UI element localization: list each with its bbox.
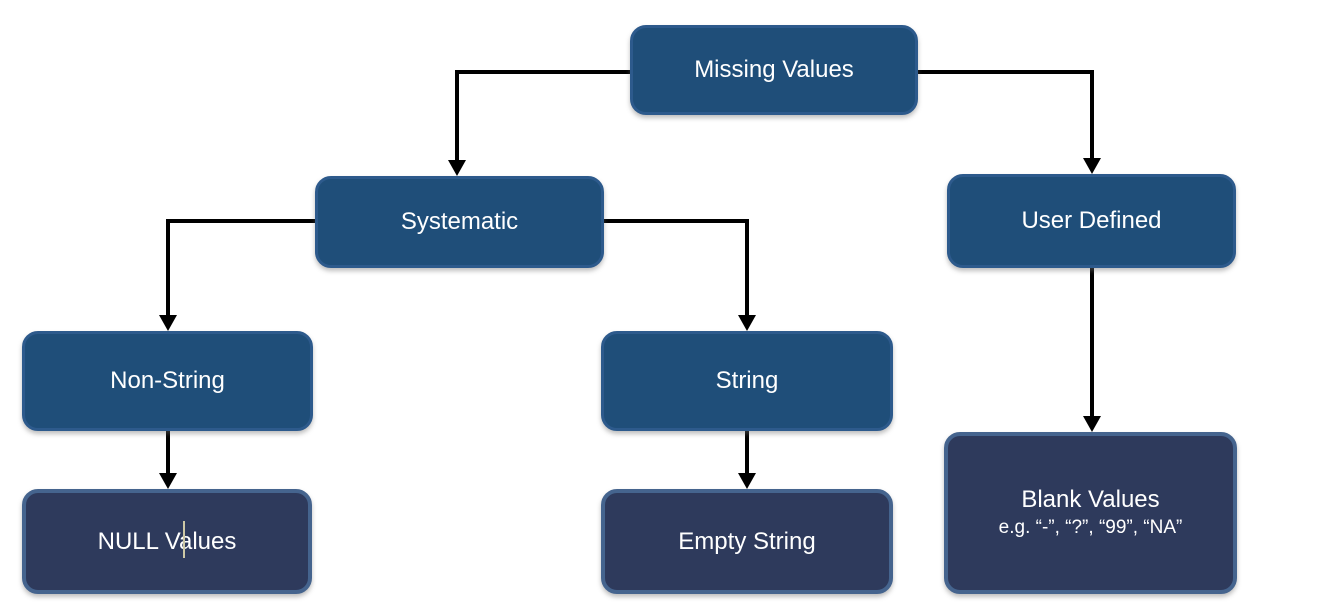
node-empty-string-label: Empty String (678, 527, 816, 555)
connector-systematic-to-string (604, 219, 756, 331)
node-blank-values-label: Blank Values (1021, 485, 1160, 513)
node-string-label: String (715, 367, 779, 395)
node-user-defined[interactable]: User Defined (947, 174, 1236, 268)
node-user-defined-label: User Defined (1021, 207, 1162, 235)
node-missing-values-label: Missing Values (694, 56, 854, 84)
connector-missing-to-user-defined (918, 70, 1101, 174)
node-blank-values[interactable]: Blank Values e.g. “-”, “?”, “99”, “NA” (944, 432, 1237, 594)
text-caret (183, 521, 185, 558)
node-systematic[interactable]: Systematic (315, 176, 604, 268)
connector-string-to-empty-string (738, 431, 756, 489)
connector-missing-to-systematic (448, 70, 630, 176)
connector-user-defined-to-blank-values (1083, 267, 1101, 432)
node-empty-string[interactable]: Empty String (601, 489, 893, 594)
node-string[interactable]: String (601, 331, 893, 431)
connector-non-string-to-null-values (159, 431, 177, 489)
node-missing-values[interactable]: Missing Values (630, 25, 918, 115)
node-non-string[interactable]: Non-String (22, 331, 313, 431)
node-non-string-label: Non-String (110, 367, 225, 395)
connector-systematic-to-non-string (159, 219, 315, 331)
node-null-values-label: NULL Values (97, 527, 237, 555)
node-null-values[interactable]: NULL Values (22, 489, 312, 594)
node-systematic-label: Systematic (400, 208, 519, 236)
node-blank-values-sublabel: e.g. “-”, “?”, “99”, “NA” (998, 517, 1183, 539)
